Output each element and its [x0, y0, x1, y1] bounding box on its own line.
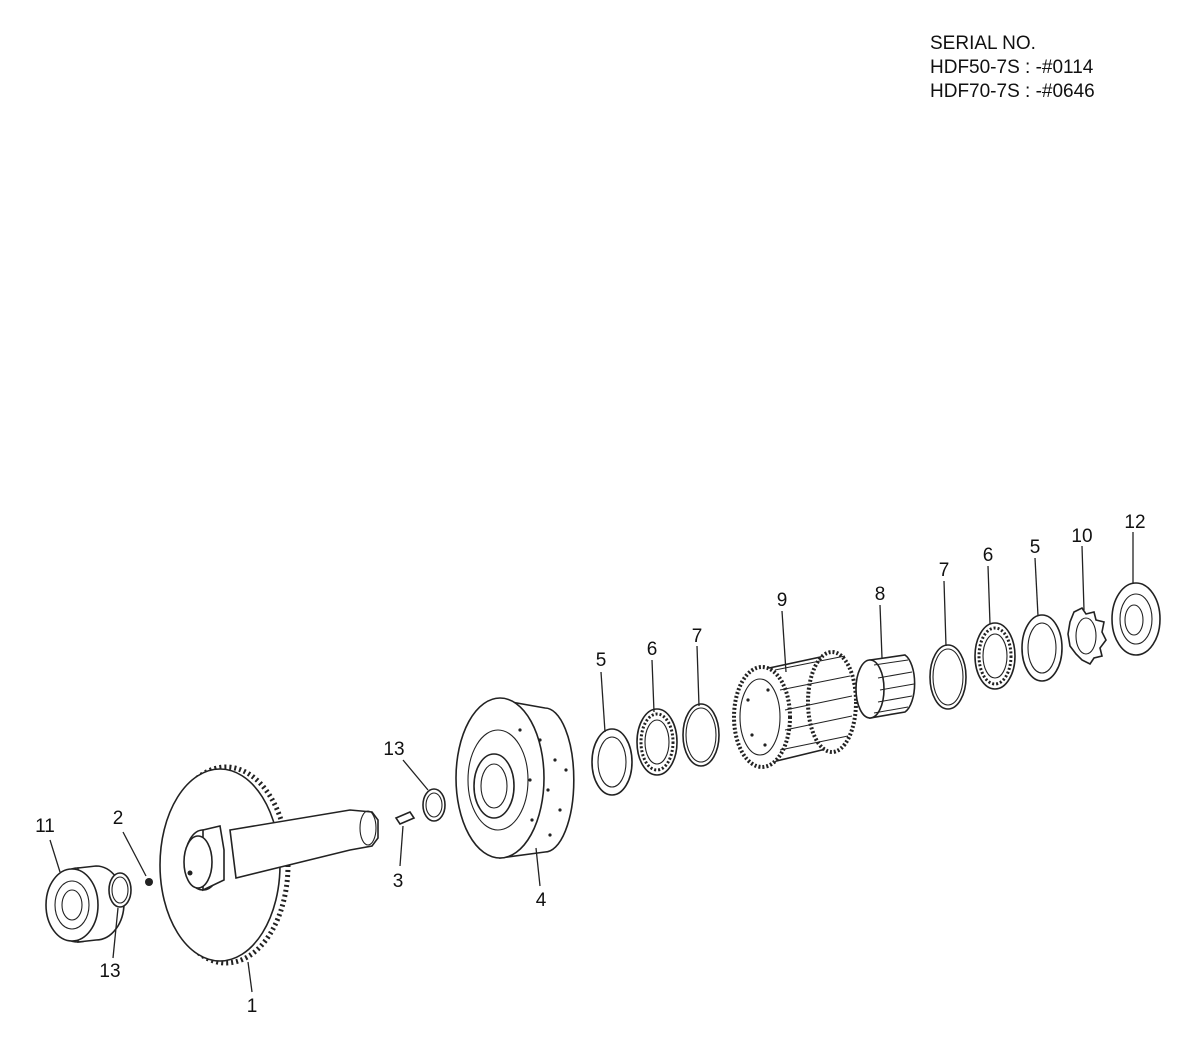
serial-number-block: SERIAL NO. HDF50-7S : -#0114 HDF70-7S : … [930, 32, 1095, 104]
callout-9: 9 [777, 590, 788, 611]
part-3-pin [394, 811, 416, 825]
callout-7-a: 7 [692, 626, 703, 647]
callout-6-a: 6 [647, 639, 658, 660]
callout-6-b: 6 [983, 545, 994, 566]
part-2-ball [145, 878, 153, 886]
part-4-clutch-drum [455, 697, 575, 859]
serial-line-hdf70: HDF70-7S : -#0646 [930, 81, 1095, 102]
callout-3: 3 [393, 871, 404, 892]
callout-12: 12 [1124, 512, 1145, 533]
leader-lines [49, 532, 1134, 993]
part-5-thrust-washer-a [591, 728, 633, 796]
part-7-washer-b [929, 644, 967, 710]
serial-line-hdf50: HDF50-7S : -#0114 [930, 57, 1094, 78]
part-13-snap-ring-upper [422, 788, 446, 822]
part-6-thrust-bearing-a [636, 708, 678, 776]
part-12-bearing [1111, 582, 1161, 656]
part-7-washer-a [682, 703, 720, 767]
part-6-thrust-bearing-b [974, 622, 1016, 690]
callout-5-b: 5 [1030, 537, 1041, 558]
callout-13-lower: 13 [99, 961, 120, 982]
callout-7-b: 7 [939, 560, 950, 581]
callout-11: 11 [35, 816, 55, 837]
part-9-gear [732, 650, 858, 769]
callout-4: 4 [536, 890, 547, 911]
callout-5-a: 5 [596, 650, 607, 671]
callout-13-upper: 13 [383, 739, 404, 760]
callout-10: 10 [1071, 526, 1092, 547]
callout-1: 1 [247, 996, 258, 1017]
serial-heading: SERIAL NO. [930, 33, 1036, 54]
part-5-thrust-washer-b [1021, 614, 1063, 682]
part-8-needle-bearing [855, 654, 916, 719]
part-13-snap-ring-lower [108, 872, 132, 908]
part-10-lock-washer [1067, 606, 1107, 666]
part-1-gear-shaft [159, 764, 379, 966]
callout-8: 8 [875, 584, 886, 605]
callout-2: 2 [113, 808, 124, 829]
